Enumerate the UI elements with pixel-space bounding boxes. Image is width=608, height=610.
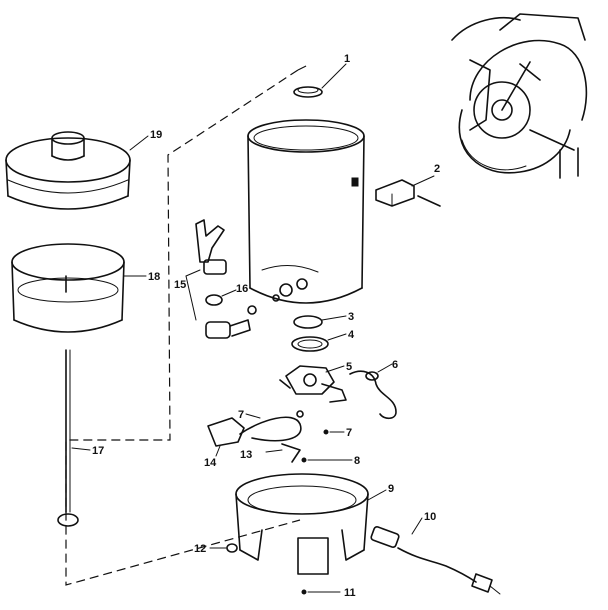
assembly-guide-lines [65,63,311,586]
callout-3: 3 [348,311,354,323]
callout-5: 5 [346,361,352,373]
callout-14: 14 [204,457,217,469]
part-10-cord [370,517,501,595]
callout-labels: 1 2 3 4 5 6 7 7 8 9 10 11 12 13 14 15 16… [92,53,440,599]
element-detail-inset [451,13,588,179]
part-12-foot [209,543,238,553]
callout-2: 2 [434,163,440,175]
callout-9: 9 [388,483,394,495]
part-9-base [235,473,387,575]
part-2-switch [375,175,441,207]
callout-6: 6 [392,359,398,371]
callout-13: 13 [240,449,252,461]
part-13-clip [265,443,301,463]
callout-15: 15 [174,279,186,291]
callout-4: 4 [348,329,355,341]
part-18-basket [11,243,147,333]
callout-18: 18 [148,271,160,283]
part-3-gasket [293,315,347,329]
callout-7a: 7 [238,409,244,421]
part-1-ring [293,63,347,98]
urn-body [247,119,365,304]
part-7-wire [239,410,304,442]
part-15-faucet [185,219,227,321]
callout-19: 19 [150,129,162,141]
callout-8: 8 [354,455,360,467]
callout-12: 12 [194,543,206,555]
callout-10: 10 [424,511,436,523]
callout-1: 1 [344,53,350,65]
part-5-thermostat [279,365,347,403]
part-4-gasket [291,333,347,352]
callout-11: 11 [344,587,356,599]
callout-16: 16 [236,283,248,295]
part-7b-screw [323,429,345,435]
callout-17: 17 [92,445,104,457]
part-6-wire [349,363,397,420]
part-14-switch [207,417,245,457]
part-16-gasket [205,289,257,339]
part-8-screw [301,457,353,463]
part-17-stem [57,349,91,527]
callout-7b: 7 [346,427,352,439]
part-19-lid [5,131,149,210]
part-11-screw [301,589,341,595]
